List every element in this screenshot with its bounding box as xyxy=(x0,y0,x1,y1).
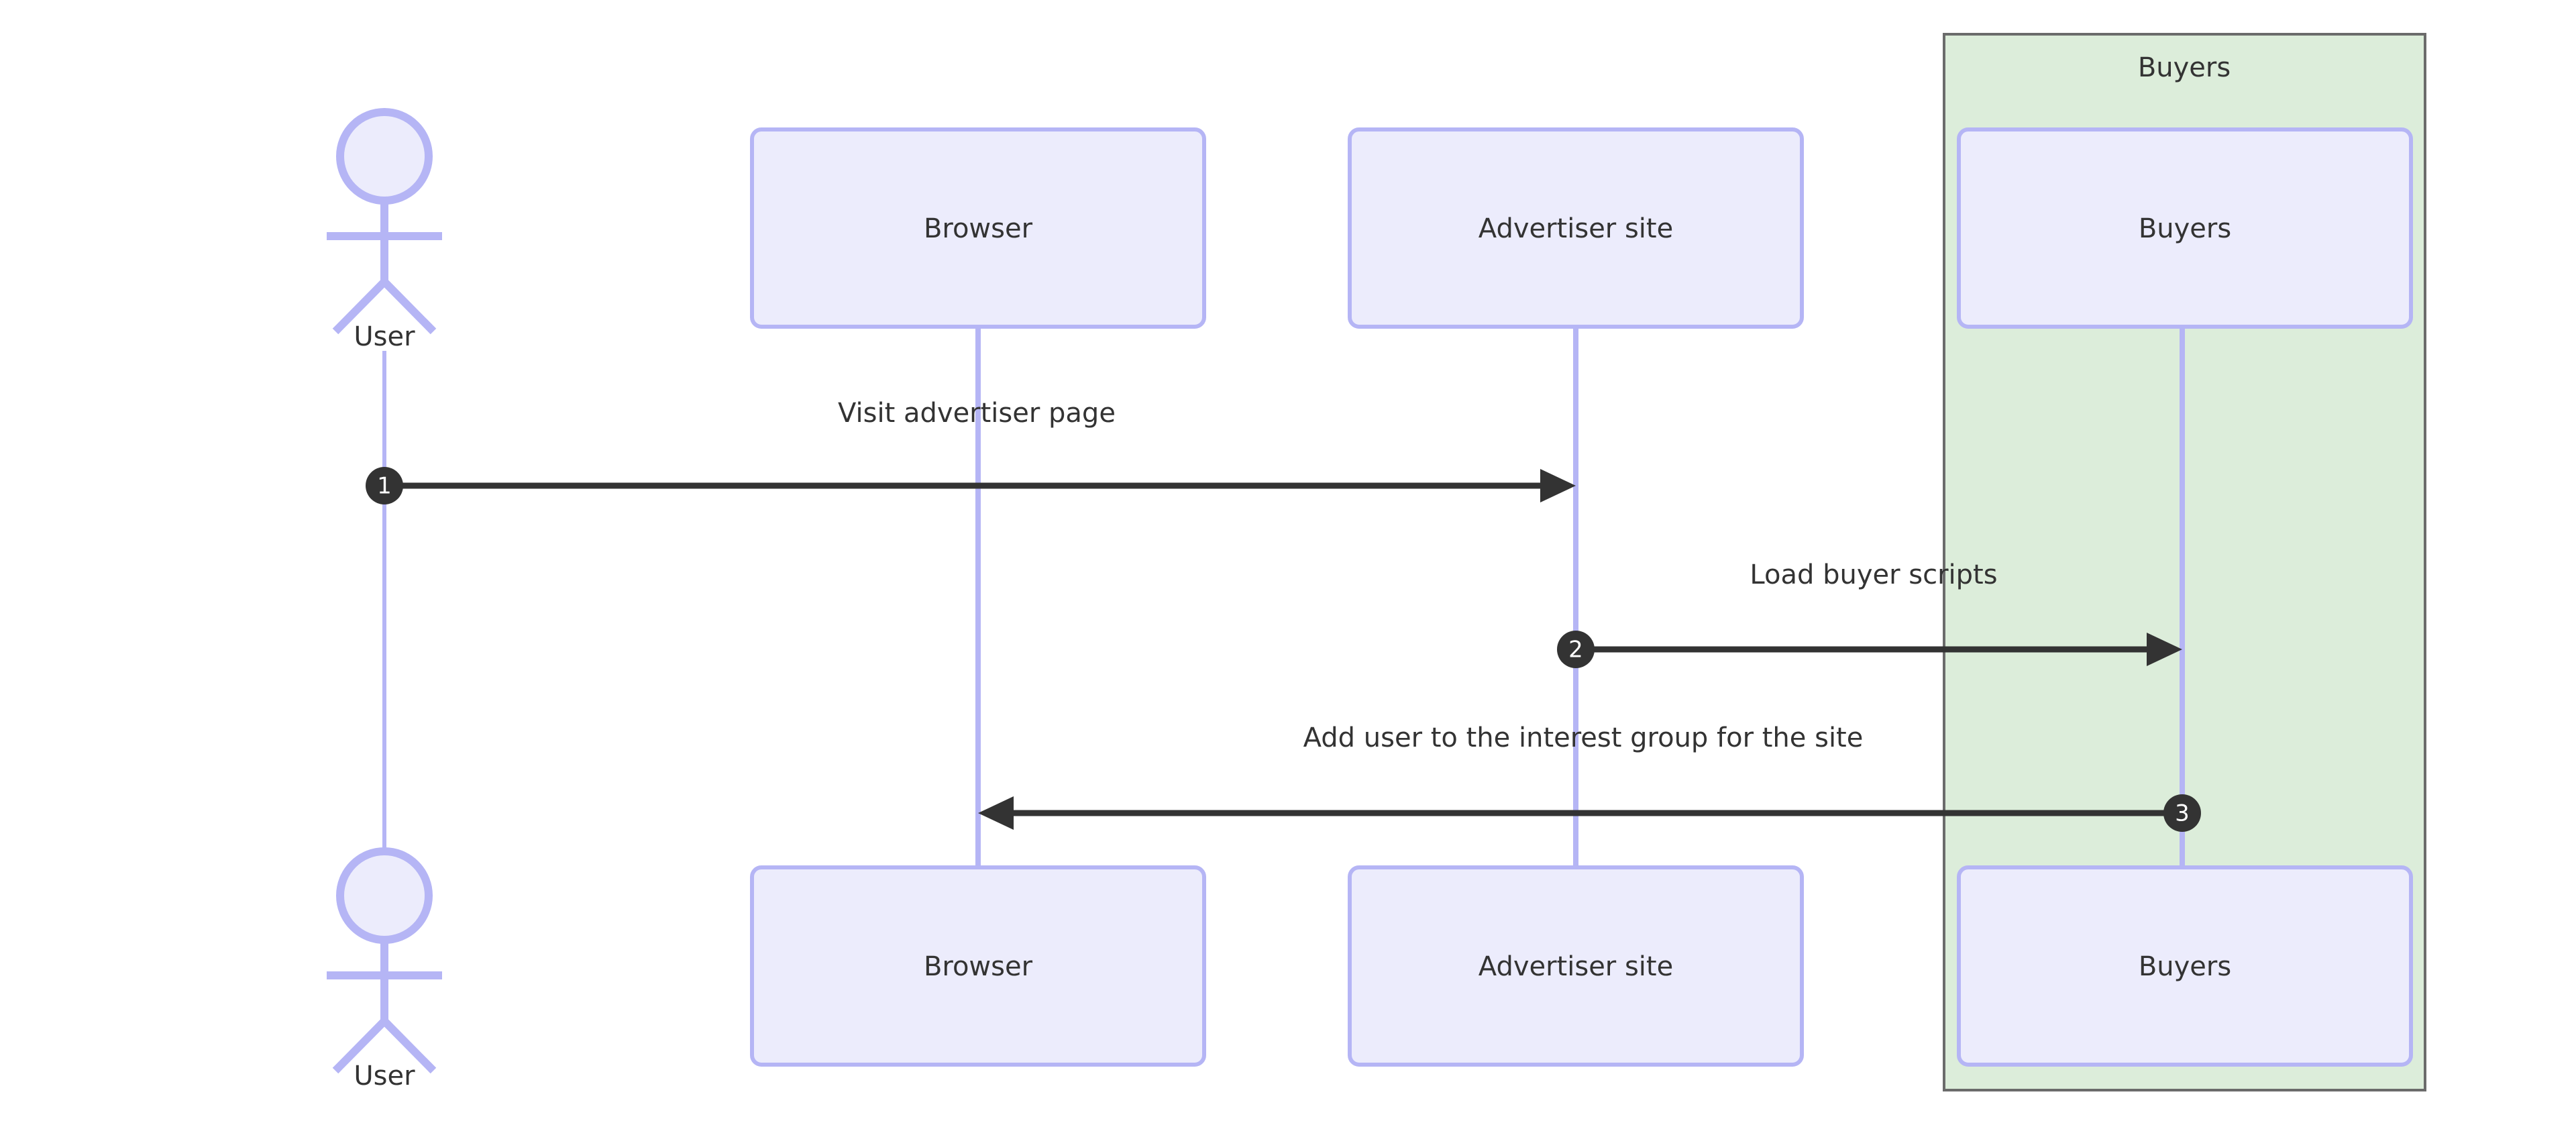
participant-rect xyxy=(750,865,1206,1067)
actor-head-icon xyxy=(336,108,433,205)
message-label-2: Load buyer scripts xyxy=(1750,559,1997,590)
actor-user-top[interactable]: User xyxy=(327,108,442,352)
sequence-marker-2-label: 2 xyxy=(1568,637,1583,663)
actor-right-leg-line xyxy=(381,278,437,335)
participant-label-browser: Browser xyxy=(924,213,1033,244)
participant-box-advertiser-site-top[interactable]: Advertiser site xyxy=(1348,127,1804,329)
group-label: Buyers xyxy=(2138,52,2231,83)
participant-label-buyers: Buyers xyxy=(2139,951,2231,982)
actor-label-user-top: User xyxy=(354,321,415,352)
participant-rect xyxy=(1957,865,2413,1067)
participant-rect xyxy=(1348,127,1804,329)
participant-rect xyxy=(1957,127,2413,329)
message-arrowhead-1 xyxy=(1540,469,1576,502)
participant-rect xyxy=(1348,865,1804,1067)
participant-label-buyers: Buyers xyxy=(2139,213,2231,244)
participant-box-buyers-bottom[interactable]: Buyers xyxy=(1957,865,2413,1067)
participant-box-buyers-top[interactable]: Buyers xyxy=(1957,127,2413,329)
actor-right-leg-line xyxy=(381,1018,437,1074)
message-label-3: Add user to the interest group for the s… xyxy=(1303,723,1864,753)
participant-box-browser-top[interactable]: Browser xyxy=(750,127,1206,329)
participant-label-advertiser-site: Advertiser site xyxy=(1479,213,1673,244)
message-label-1: Visit advertiser page xyxy=(838,398,1116,429)
actor-head-icon xyxy=(336,847,433,944)
sequence-marker-1-circle xyxy=(366,467,403,504)
message-3[interactable]: Add user to the interest group for the s… xyxy=(978,723,2201,832)
participant-box-advertiser-site-bottom[interactable]: Advertiser site xyxy=(1348,865,1804,1067)
participant-rect xyxy=(750,127,1206,329)
actor-label-user-bottom: User xyxy=(354,1061,415,1091)
sequence-marker-2-circle xyxy=(1557,631,1595,668)
actor-user-bottom[interactable]: User xyxy=(327,847,442,1091)
participant-label-advertiser-site: Advertiser site xyxy=(1479,951,1673,982)
actor-left-leg-line xyxy=(332,1018,388,1074)
participant-box-browser-bottom[interactable]: Browser xyxy=(750,865,1206,1067)
sequence-marker-3-label: 3 xyxy=(2175,800,2190,827)
participant-label-browser: Browser xyxy=(924,951,1033,982)
message-arrowhead-2 xyxy=(2147,633,2182,666)
sequence-marker-3-circle xyxy=(2163,794,2201,832)
message-arrowhead-3 xyxy=(978,796,1014,830)
lifelines xyxy=(382,327,2185,867)
sequence-marker-1-label: 1 xyxy=(377,473,392,500)
actor-left-leg-line xyxy=(332,278,388,335)
message-1[interactable]: Visit advertiser page 1 xyxy=(366,398,1576,504)
message-2[interactable]: Load buyer scripts 2 xyxy=(1557,559,2182,668)
